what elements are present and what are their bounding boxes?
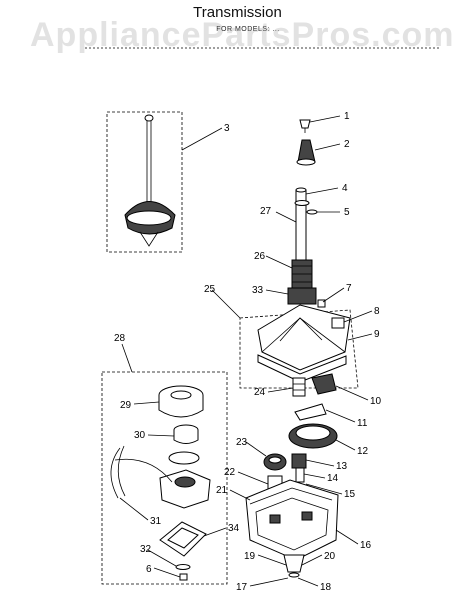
callout-24: 24 (254, 387, 266, 398)
callout-34: 34 (228, 523, 240, 534)
part-26-gear-sleeve (291, 259, 313, 289)
callout-33: 33 (252, 285, 264, 296)
part-5-ring (306, 209, 318, 215)
callout-16: 16 (360, 540, 372, 551)
diagram-title: Transmission (193, 4, 282, 21)
callout-6: 6 (146, 564, 152, 575)
callout-30: 30 (134, 430, 146, 441)
callout-8: 8 (374, 306, 380, 317)
callout-32: 32 (140, 544, 152, 555)
callout-19: 19 (244, 551, 256, 562)
callout-5: 5 (344, 207, 350, 218)
callout-22: 22 (224, 467, 236, 478)
part-16-gearcase (245, 479, 339, 578)
part-30-rings (168, 424, 200, 465)
callout-31: 31 (150, 516, 162, 527)
callout-9: 9 (374, 329, 380, 340)
part-brake-housing (114, 458, 211, 509)
part-8-clip (331, 317, 345, 329)
callout-4: 4 (342, 183, 348, 194)
callout-15: 15 (344, 489, 356, 500)
part-34-plate (159, 521, 207, 557)
part-7-screw (317, 299, 326, 308)
callout-13: 13 (336, 461, 348, 472)
callout-labels: 1 2 3 4 5 6 7 8 9 10 11 12 13 14 15 16 1… (114, 111, 382, 593)
part-27-shaft (294, 187, 310, 261)
part-23-gear (263, 453, 287, 471)
part-31-clip (110, 445, 126, 499)
part-25-cover-assembly (239, 304, 359, 389)
part-3-assembly (106, 111, 183, 253)
callout-23: 23 (236, 437, 248, 448)
callout-1: 1 (344, 111, 350, 122)
callout-7: 7 (346, 283, 352, 294)
part-12-gear (288, 423, 338, 449)
callout-3: 3 (224, 123, 230, 134)
part-33-bushing (287, 287, 317, 305)
callout-11: 11 (357, 418, 368, 429)
part-32-washer (175, 564, 191, 570)
callout-28: 28 (114, 333, 126, 344)
part-13-14-gears (291, 453, 307, 483)
callout-29: 29 (120, 400, 132, 411)
callout-18: 18 (320, 582, 332, 593)
leader-lines (119, 115, 373, 587)
callout-26: 26 (254, 251, 266, 262)
callout-25: 25 (204, 284, 216, 295)
part-24-pinion (292, 377, 306, 397)
callout-17: 17 (236, 582, 248, 593)
diagram-subtitle: FOR MODELS: ... (216, 26, 280, 33)
callout-27: 27 (260, 206, 272, 217)
part-29-pulley (158, 385, 204, 418)
callout-14: 14 (327, 473, 339, 484)
callout-21: 21 (216, 485, 228, 496)
part-2-cap (296, 139, 316, 166)
part-1-screw (299, 119, 311, 133)
callout-10: 10 (370, 396, 382, 407)
callout-20: 20 (324, 551, 336, 562)
callout-2: 2 (344, 139, 350, 150)
part-10-shift-fork (311, 373, 337, 395)
part-11-arm (294, 403, 327, 421)
callout-12: 12 (357, 446, 369, 457)
part-6-nut (179, 573, 188, 581)
part-28-brake-assembly (101, 371, 228, 585)
